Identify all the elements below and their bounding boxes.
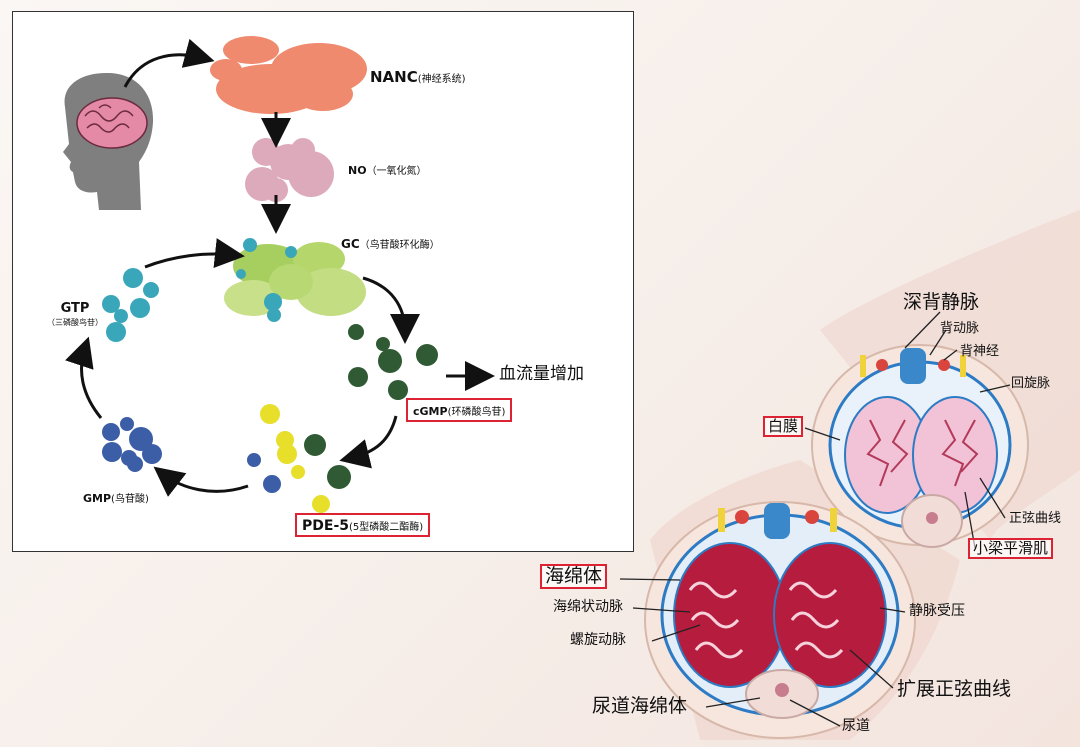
gtp-label: GTP （三磷酸鸟苷） (47, 301, 103, 327)
tunica-label: 白膜 (763, 416, 804, 437)
gc-label: GC（鸟苷酸环化酶） (341, 237, 440, 251)
corpus-cavernosum-label: 海绵体 (540, 564, 608, 589)
sine-curve-label: 正弦曲线 (1009, 511, 1062, 526)
dorsal-artery-label: 背动脉 (940, 321, 980, 336)
gtp-cluster (102, 268, 159, 342)
cgmp-label: cGMP(环磷酸鸟苷) (406, 398, 513, 422)
nanc-cluster (210, 36, 367, 114)
nanc-label: NANC(神经系统) (370, 68, 466, 86)
no-cluster (245, 138, 334, 202)
expanded-sine-curve-label: 扩展正弦曲线 (897, 678, 1012, 700)
vein-compressed-label: 静脉受压 (909, 603, 965, 619)
gmp-cluster (102, 417, 162, 472)
trabecular-smooth-muscle-label: 小梁平滑肌 (968, 538, 1054, 559)
head-icon (63, 72, 154, 210)
pathway-panel: NANC(神经系统) NO（一氧化氮） GC（鸟苷酸环化酶） GTP （三磷酸鸟… (12, 11, 634, 552)
gc-cluster (224, 238, 366, 322)
pathway-arrows (65, 38, 495, 497)
deep-dorsal-vein-label: 深背静脉 (903, 291, 980, 313)
no-label: NO（一氧化氮） (348, 164, 427, 177)
gmp-label: GMP(鸟苷酸) (83, 492, 149, 505)
dorsal-nerve-label: 背神经 (960, 344, 1000, 359)
upper-cross-section (811, 344, 1029, 548)
brain-icon (76, 97, 148, 149)
urethra-label: 尿道 (842, 718, 870, 734)
circumflex-vein-label: 回旋脉 (1011, 376, 1051, 391)
pathway-graphic (63, 36, 495, 513)
blood-flow-label: 血流量增加 (499, 364, 584, 384)
helicine-artery-label: 螺旋动脉 (570, 632, 626, 648)
leader-lines (619, 311, 1011, 727)
cavernous-artery-label: 海绵状动脉 (553, 599, 623, 615)
cgmp-cluster (348, 324, 438, 400)
pde5-cluster (247, 404, 351, 513)
corpus-spongiosum-label: 尿道海绵体 (592, 695, 688, 717)
pde5-label: PDE-5(5型磷酸二酯酶) (295, 513, 431, 537)
